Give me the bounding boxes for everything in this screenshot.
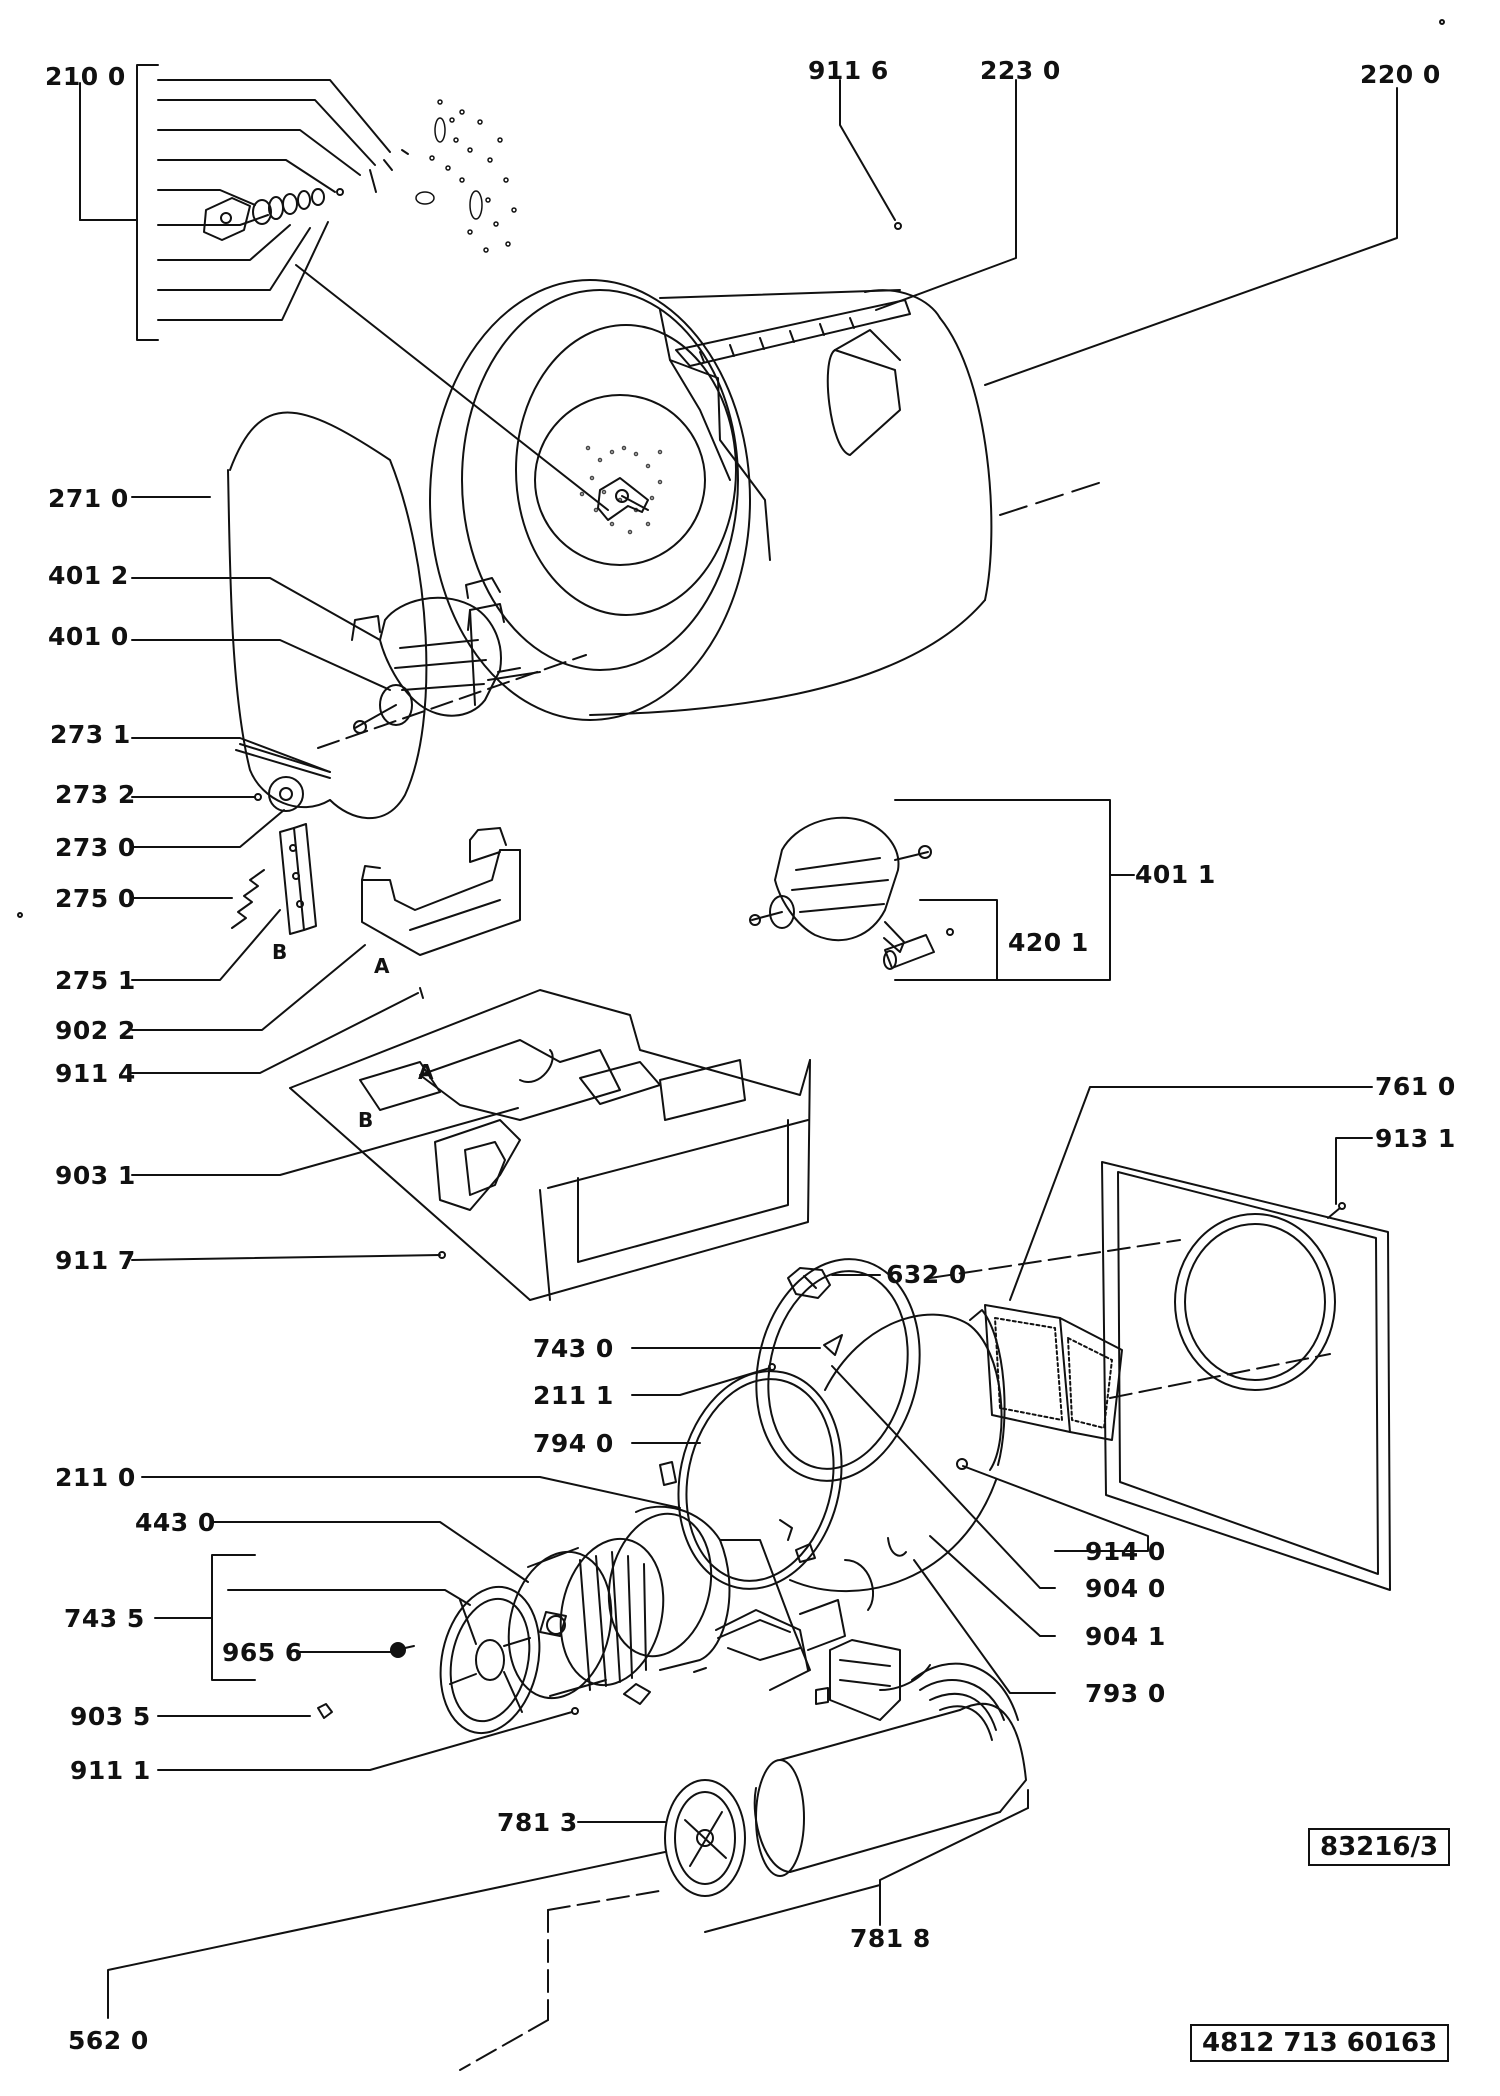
- leader-4010: [131, 639, 391, 691]
- label-781-3: 781 3: [497, 1808, 578, 1837]
- label-211-0: 211 0: [55, 1463, 136, 1492]
- drum-spider: [597, 477, 649, 521]
- label-420-1: 420 1: [1008, 928, 1089, 957]
- label-211-1: 211 1: [533, 1381, 614, 1410]
- label-743-0: 743 0: [533, 1334, 614, 1363]
- label-401-0: 401 0: [48, 622, 129, 651]
- exhaust-hose: [753, 1639, 1027, 1877]
- motor-capacitor: [883, 928, 954, 970]
- label-632-0: 632 0: [886, 1260, 967, 1289]
- label-904-0: 904 0: [1085, 1574, 1166, 1603]
- label-903-1: 903 1: [55, 1161, 136, 1190]
- bracket-4011: [894, 799, 1111, 981]
- label-761-0: 761 0: [1375, 1072, 1456, 1101]
- label-911-6: 911 6: [808, 56, 889, 85]
- leader-9041: [929, 1535, 1056, 1637]
- marker-a-support: A: [374, 954, 390, 978]
- rear-panel: [1101, 1161, 1391, 1591]
- leader-4430: [211, 1521, 529, 1583]
- leader-2731: [131, 737, 331, 773]
- drawing-reference-box: 83216/3: [1308, 1828, 1451, 1866]
- label-275-0: 275 0: [55, 884, 136, 913]
- fan-housing: [607, 1505, 874, 1691]
- label-911-1: 911 1: [70, 1756, 151, 1785]
- leader-9140: [962, 1465, 1149, 1552]
- label-273-2: 273 2: [55, 780, 136, 809]
- label-911-7: 911 7: [55, 1246, 136, 1275]
- label-223-0: 223 0: [980, 56, 1061, 85]
- leader-9022: [131, 944, 366, 1031]
- label-793-0: 793 0: [1085, 1679, 1166, 1708]
- motor-assembly: [749, 816, 932, 953]
- lint-filter: [984, 1304, 1123, 1441]
- drum-lifter: [675, 299, 911, 367]
- marker-b-bracket: B: [272, 940, 288, 964]
- label-401-1: 401 1: [1135, 860, 1216, 889]
- label-271-0: 271 0: [48, 484, 129, 513]
- label-273-1: 273 1: [50, 720, 131, 749]
- label-903-5: 903 5: [70, 1702, 151, 1731]
- leader-2230: [875, 79, 1017, 311]
- drive-belt: [229, 411, 428, 820]
- label-443-0: 443 0: [135, 1508, 216, 1537]
- label-210-0: 210 0: [45, 62, 126, 91]
- leader-2730: [131, 809, 285, 848]
- motor-clips: [351, 577, 505, 641]
- leader-9131: [1335, 1137, 1373, 1205]
- bearing-kit-bracket: [79, 64, 609, 511]
- leader-9031: [131, 1107, 519, 1176]
- wall-vent: [664, 1779, 746, 1897]
- thermostat: [787, 1267, 831, 1299]
- fan-impeller: [507, 1537, 665, 1700]
- leader-7435-top: [227, 1589, 471, 1606]
- bracket-4201: [919, 899, 998, 981]
- label-911-4: 911 4: [55, 1059, 136, 1088]
- marker-a-base: A: [418, 1060, 434, 1084]
- label-913-1: 913 1: [1375, 1124, 1456, 1153]
- leader-7930: [913, 1559, 1056, 1694]
- label-781-8: 781 8: [850, 1924, 931, 1953]
- drum-perforations: [579, 445, 663, 535]
- bearing-kit-parts: [203, 149, 409, 241]
- scattered-perforation-debris: [415, 99, 517, 253]
- label-904-1: 904 1: [1085, 1622, 1166, 1651]
- fan-cover: [439, 1585, 541, 1735]
- leader-9116: [839, 79, 896, 221]
- label-902-2: 902 2: [55, 1016, 136, 1045]
- leader-5620: [107, 1851, 666, 2019]
- leader-2111: [631, 1367, 771, 1396]
- tension-spring: [231, 869, 265, 929]
- leader-2200: [984, 87, 1398, 386]
- leader-9117: [131, 1254, 441, 1261]
- motor: [317, 596, 587, 749]
- leader-2110: [141, 1476, 681, 1509]
- leader-9040: [831, 1365, 1056, 1589]
- front-duct: [677, 1258, 1006, 1593]
- leader-9111: [157, 1711, 573, 1771]
- leader-4012: [131, 577, 381, 641]
- label-562-0: 562 0: [68, 2026, 149, 2055]
- slide-bracket: [279, 823, 317, 935]
- label-794-0: 794 0: [533, 1429, 614, 1458]
- label-965-6: 965 6: [222, 1638, 303, 1667]
- label-914-0: 914 0: [1085, 1537, 1166, 1566]
- leader-9114: [131, 992, 419, 1074]
- label-275-1: 275 1: [55, 966, 136, 995]
- label-220-0: 220 0: [1360, 60, 1441, 89]
- drum: [429, 279, 1109, 721]
- drive-belt-inner: [227, 469, 331, 809]
- base-plate: [289, 989, 811, 1301]
- label-743-5: 743 5: [64, 1604, 145, 1633]
- label-273-0: 273 0: [55, 833, 136, 862]
- marker-b-base: B: [358, 1108, 374, 1132]
- motor-support: [361, 827, 521, 956]
- leader-7610: [1009, 1086, 1373, 1301]
- label-401-2: 401 2: [48, 561, 129, 590]
- leader-2751: [131, 909, 281, 981]
- part-number-box: 4812 713 60163: [1190, 2024, 1450, 2062]
